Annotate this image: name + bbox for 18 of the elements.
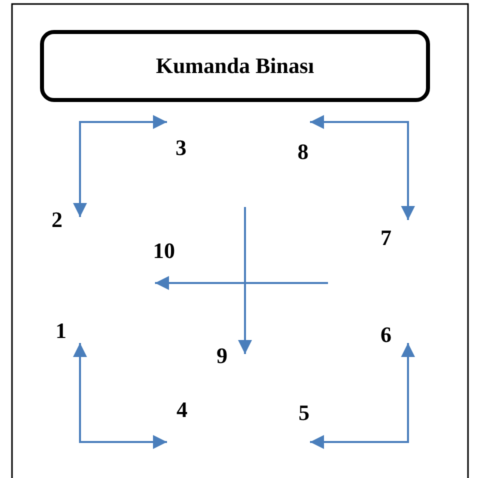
position-number: 1 [56, 318, 66, 344]
building-name: Kumanda Binası [156, 53, 314, 79]
position-number: 2 [52, 207, 62, 233]
arrow [73, 343, 167, 449]
position-number: 10 [153, 238, 175, 264]
position-number: 9 [216, 343, 228, 369]
title-box [40, 30, 430, 102]
arrow [310, 115, 415, 220]
arrow [238, 207, 252, 354]
position-number: 4 [176, 397, 188, 423]
arrow [73, 115, 167, 217]
position-number: 3 [176, 135, 186, 161]
position-number: 7 [380, 225, 392, 251]
position-number: 8 [298, 139, 308, 165]
arrow [155, 276, 328, 290]
position-number: 5 [298, 400, 310, 426]
arrow [310, 343, 415, 449]
position-number: 6 [380, 322, 392, 348]
